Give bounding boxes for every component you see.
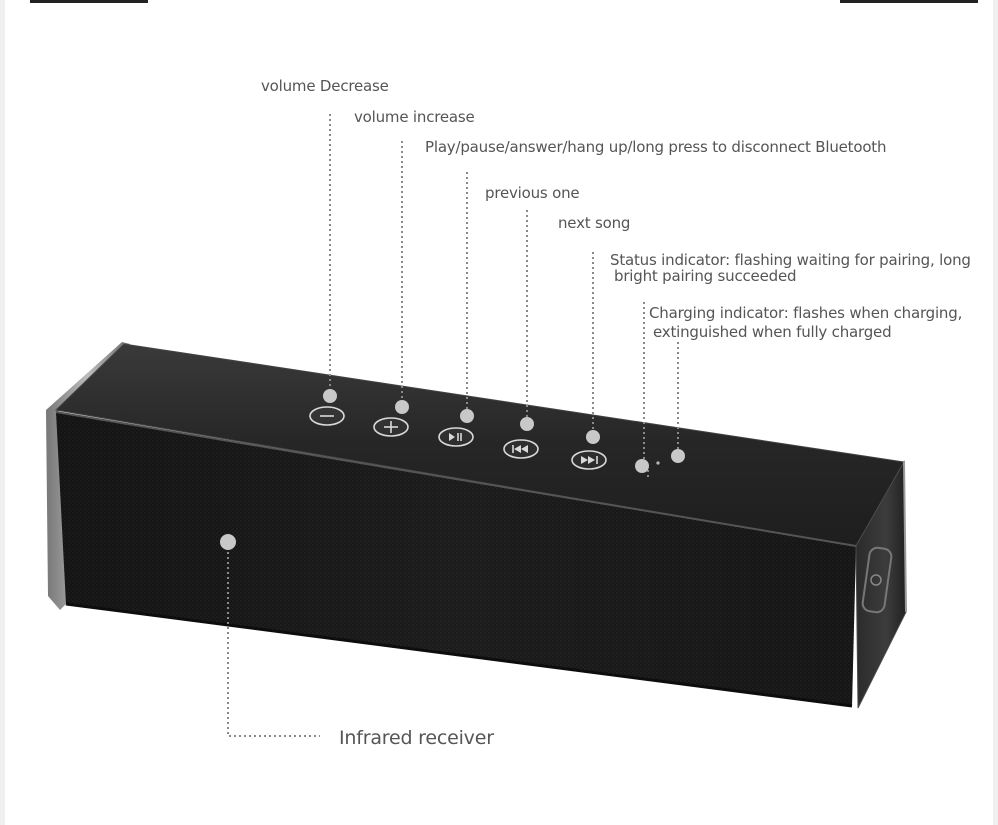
top-edge-right — [840, 0, 978, 3]
marker-volume-increase — [395, 400, 409, 414]
label-status-indicator: Status indicator: flashing waiting for p… — [610, 252, 971, 284]
volume-down-button[interactable] — [309, 406, 345, 426]
label-previous: previous one — [485, 184, 580, 202]
marker-next — [586, 430, 600, 444]
leader-infrared — [227, 542, 320, 737]
marker-previous — [520, 417, 534, 431]
top-edge-left — [30, 0, 148, 3]
volume-up-button[interactable] — [373, 417, 409, 437]
speaker-body — [46, 342, 907, 709]
label-status-line-2: bright pairing succeeded — [614, 267, 797, 285]
label-charging-indicator: Charging indicator: flashes when chargin… — [649, 305, 962, 343]
next-track-button[interactable] — [571, 450, 607, 470]
leader-lines — [227, 114, 679, 737]
marker-dots — [220, 389, 685, 550]
marker-charging — [671, 449, 685, 463]
label-infrared-receiver: Infrared receiver — [339, 727, 494, 749]
label-charging-line-1: Charging indicator: flashes when chargin… — [649, 304, 963, 322]
marker-infrared — [220, 534, 236, 550]
marker-status — [635, 459, 649, 473]
status-indicator-led — [656, 461, 660, 465]
speaker-side-port — [861, 546, 893, 614]
label-charging-line-2: extinguished when fully charged — [653, 323, 892, 341]
play-pause-button[interactable] — [438, 427, 474, 447]
label-play-pause: Play/pause/answer/hang up/long press to … — [425, 138, 887, 156]
speaker-left-cap — [46, 342, 130, 610]
label-next: next song — [558, 214, 631, 232]
previous-track-button[interactable] — [503, 439, 539, 459]
marker-volume-decrease — [323, 389, 337, 403]
label-volume-decrease: volume Decrease — [261, 77, 389, 95]
label-volume-increase: volume increase — [354, 108, 475, 126]
label-status-line-1: Status indicator: flashing waiting for p… — [610, 251, 971, 269]
marker-play-pause — [460, 409, 474, 423]
